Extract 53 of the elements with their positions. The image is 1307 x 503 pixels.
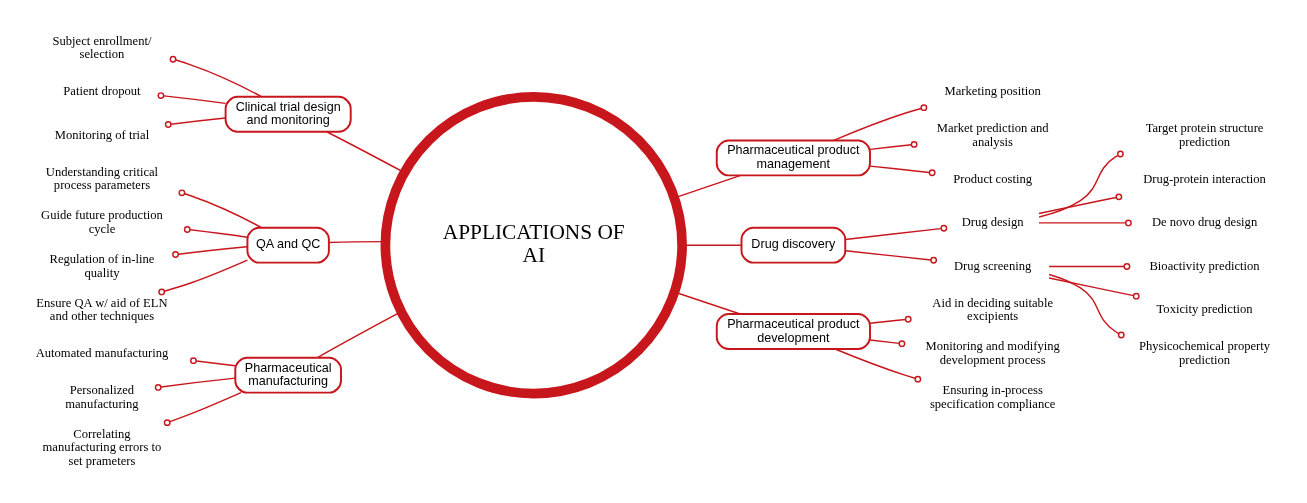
node-text: Physicochemical property prediction <box>1138 339 1271 367</box>
node-text: Monitoring and modifying development process <box>925 339 1060 367</box>
connector <box>869 315 912 325</box>
node-box: QA and QC <box>246 226 330 264</box>
node-text: Market prediction and analysis <box>936 121 1049 149</box>
connector <box>1048 263 1131 270</box>
node-text: Patient dropout <box>63 84 141 99</box>
node-text: Bioactivity prediction <box>1149 258 1260 273</box>
node-box: Pharmaceutical product development <box>715 313 871 350</box>
connector <box>833 104 928 142</box>
node-box: Pharmaceutical product management <box>715 139 871 177</box>
node-text: Subject enrollment/ selection <box>52 33 152 62</box>
connector <box>1038 219 1132 227</box>
node-text: Correlating manufacturing errors to set prameters <box>42 426 162 468</box>
connector <box>869 140 918 151</box>
node-text: Drug design <box>961 215 1024 230</box>
node-text: Drug screening <box>954 258 1032 273</box>
node-text: Product costing <box>953 171 1033 186</box>
node-text: Target protein structure prediction <box>1145 121 1264 149</box>
connector <box>157 92 227 105</box>
connector <box>163 391 242 427</box>
connector <box>844 224 948 241</box>
connector <box>1038 150 1124 218</box>
node-text: Guide future production cycle <box>41 208 163 236</box>
node-box: Clinical trial design and monitoring <box>224 95 352 133</box>
connector <box>154 377 236 391</box>
node-box: Pharmaceutical manufacturing <box>234 356 342 394</box>
connector <box>869 165 936 177</box>
node-text: Monitoring of trial <box>54 127 150 142</box>
connector <box>178 189 263 229</box>
node-text: Automated manufacturing <box>35 346 169 361</box>
connector <box>1038 193 1123 215</box>
connector <box>1048 277 1140 300</box>
node-text: Drug-protein interaction <box>1143 171 1266 186</box>
node-text: Regulation of in-line quality <box>49 252 155 280</box>
connector <box>158 259 249 296</box>
node-box: Drug discovery <box>740 226 847 264</box>
node-text: Personalized manufacturing <box>65 382 139 411</box>
connector <box>183 226 248 239</box>
connector <box>164 117 227 128</box>
node-text: De novo drug design <box>1151 215 1258 230</box>
node-text: Ensuring in-process specification compliance <box>929 382 1056 411</box>
node-text: Ensure QA w/ aid of ELN and other techniques <box>36 295 168 324</box>
node-text: Toxicity prediction <box>1156 302 1253 317</box>
node-text: Understanding critical process parameters <box>45 164 159 193</box>
node-circle: APPLICATIONS OF AI <box>380 92 687 399</box>
connector <box>834 348 922 383</box>
connector <box>844 250 938 264</box>
connector <box>190 357 236 367</box>
connector <box>172 246 248 258</box>
node-text: Marketing position <box>944 84 1041 99</box>
node-text: Aid in deciding suitable excipients <box>932 295 1053 324</box>
connector <box>869 339 906 348</box>
